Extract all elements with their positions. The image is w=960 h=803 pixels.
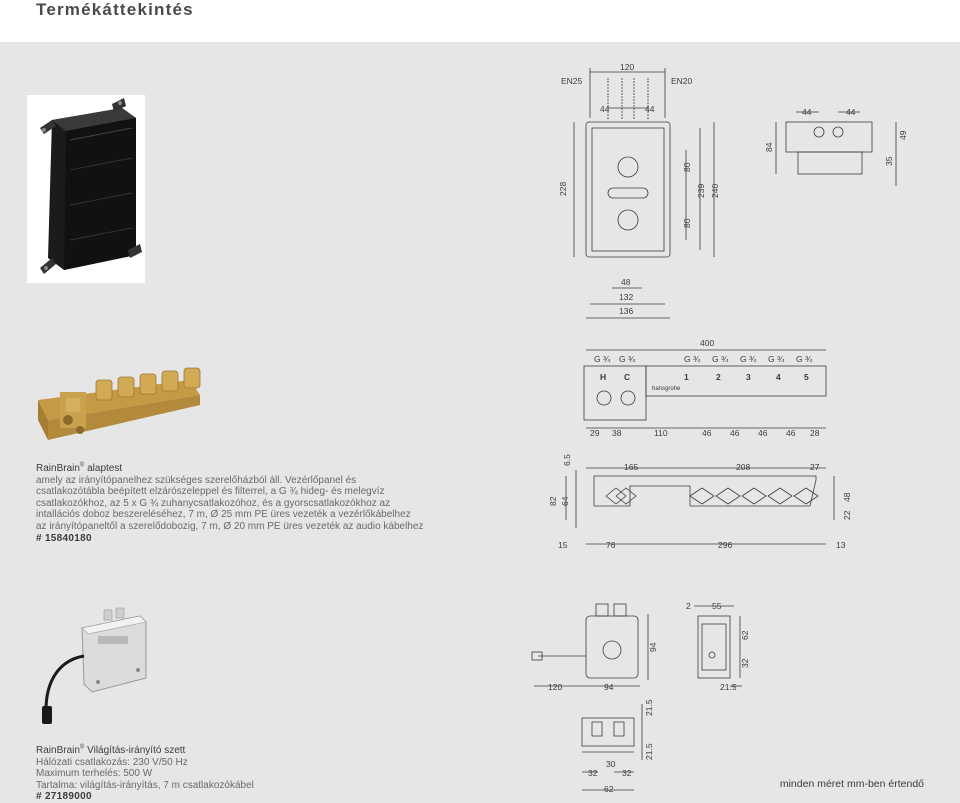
drawing-controller-front bbox=[581, 704, 643, 791]
product-description-lighting: RainBrain® Világítás-irányító szett Háló… bbox=[36, 745, 254, 803]
drawing-manifold-side bbox=[565, 467, 835, 545]
dim-label: 55 bbox=[712, 601, 722, 611]
dim-label: 30 bbox=[606, 759, 616, 769]
dim-label: EN20 bbox=[671, 76, 693, 86]
port-label: G ¾ bbox=[712, 354, 729, 364]
dim-label: 32 bbox=[622, 768, 632, 778]
outlet-number: 1 bbox=[684, 372, 689, 382]
dim-label: EN25 bbox=[561, 76, 583, 86]
dim-label: 46 bbox=[758, 428, 768, 438]
outlet-number: 5 bbox=[804, 372, 809, 382]
description-line: Maximum terhelés: 500 W bbox=[36, 768, 153, 780]
dim-label: 48 bbox=[621, 277, 631, 287]
dim-label: 29 bbox=[590, 428, 600, 438]
dim-label: 136 bbox=[619, 306, 633, 316]
dim-label: 62 bbox=[740, 630, 750, 640]
product-title: RainBrain® alaptest bbox=[36, 462, 123, 474]
dim-label: 27 bbox=[810, 462, 820, 472]
dim-label: 110 bbox=[654, 428, 668, 438]
page-title: Termékáttekintés bbox=[36, 0, 194, 19]
port-label: G ¾ bbox=[684, 354, 701, 364]
dim-label: 6.5 bbox=[562, 454, 572, 466]
dim-label: 15 bbox=[558, 540, 568, 550]
dim-label: 44 bbox=[600, 104, 610, 114]
dim-label: 21.5 bbox=[720, 682, 737, 692]
dim-label: 240 bbox=[710, 184, 720, 198]
drawing-controller-top bbox=[531, 603, 649, 687]
dim-label: 44 bbox=[645, 104, 655, 114]
drawing-box-front bbox=[573, 68, 715, 319]
units-footnote: minden méret mm-ben értendő bbox=[779, 778, 924, 790]
dim-label: 80 bbox=[682, 218, 692, 228]
outlet-number: 2 bbox=[716, 372, 721, 382]
description-line: az irányítópaneltől a szerelődobozig, 7 … bbox=[36, 520, 424, 532]
description-line: amely az irányítópanelhez szükséges szer… bbox=[36, 474, 357, 486]
description-line: Hálózati csatlakozás: 230 V/50 Hz bbox=[36, 756, 188, 768]
dim-label: 239 bbox=[696, 184, 706, 198]
description-line: csatlakozótábla beépített elzárószeleppe… bbox=[36, 486, 385, 498]
port-letter: H bbox=[600, 372, 606, 382]
dim-label: 44 bbox=[802, 107, 812, 117]
dim-label: 2 bbox=[686, 601, 691, 611]
dim-label: 21.5 bbox=[644, 743, 654, 760]
dim-label: 400 bbox=[700, 338, 714, 348]
product-title: RainBrain® Világítás-irányító szett bbox=[36, 744, 186, 756]
dim-label: 44 bbox=[846, 107, 856, 117]
dim-label: 49 bbox=[898, 130, 908, 140]
dim-label: 165 bbox=[624, 462, 638, 472]
dim-label: 80 bbox=[682, 162, 692, 172]
dim-label: 46 bbox=[702, 428, 712, 438]
drawing-manifold-front bbox=[583, 349, 827, 429]
dim-label: 132 bbox=[619, 292, 633, 302]
dim-label: 46 bbox=[786, 428, 796, 438]
port-label: G ¾ bbox=[740, 354, 757, 364]
drawing-box-top bbox=[775, 111, 897, 186]
dim-label: 22 bbox=[842, 510, 852, 520]
dim-label: 35 bbox=[884, 156, 894, 166]
dim-label: 120 bbox=[548, 682, 562, 692]
dim-label: 208 bbox=[736, 462, 750, 472]
dim-label: 21.5 bbox=[644, 699, 654, 716]
port-label: G ¾ bbox=[796, 354, 813, 364]
page-header: Termékáttekintés bbox=[0, 0, 960, 42]
port-letter: C bbox=[624, 372, 630, 382]
port-label: G ¾ bbox=[619, 354, 636, 364]
dim-label: 46 bbox=[730, 428, 740, 438]
dim-label: 48 bbox=[842, 492, 852, 502]
dim-label: 120 bbox=[620, 62, 634, 72]
product-code: # 27189000 bbox=[36, 791, 92, 803]
dim-label: 296 bbox=[718, 540, 732, 550]
brand-mark: hansgrohe bbox=[652, 386, 681, 392]
dim-label: 13 bbox=[836, 540, 846, 550]
drawing-controller-side bbox=[694, 605, 742, 687]
description-line: csatlakozókhoz, az 5 x G ¾ zuhanycsatlak… bbox=[36, 497, 391, 509]
dim-label: 94 bbox=[648, 642, 658, 652]
dim-label: 32 bbox=[588, 768, 598, 778]
dim-label: 28 bbox=[810, 428, 820, 438]
description-line: intallációs doboz beszereléséhez, 7 m, Ø… bbox=[36, 509, 411, 521]
dimension-labels: 120 EN25 EN20 44 44 228 80 80 239 240 48… bbox=[548, 62, 908, 794]
product-code: # 15840180 bbox=[36, 532, 92, 544]
dim-label: 84 bbox=[764, 142, 774, 152]
dim-label: 38 bbox=[612, 428, 622, 438]
dim-label: 94 bbox=[604, 682, 614, 692]
description-line: Tartalma: világítás-irányítás, 7 m csatl… bbox=[36, 779, 254, 791]
port-label: G ¾ bbox=[768, 354, 785, 364]
dim-label: 64 bbox=[560, 496, 570, 506]
port-label: G ¾ bbox=[594, 354, 611, 364]
dim-label: 76 bbox=[606, 540, 616, 550]
dim-label: 62 bbox=[604, 784, 614, 794]
dim-label: 82 bbox=[548, 496, 558, 506]
outlet-number: 3 bbox=[746, 372, 751, 382]
outlet-number: 4 bbox=[776, 372, 781, 382]
dim-label: 228 bbox=[558, 182, 568, 196]
product-description-base: RainBrain® alaptest amely az irányítópan… bbox=[36, 463, 423, 544]
dim-label: 32 bbox=[740, 658, 750, 668]
